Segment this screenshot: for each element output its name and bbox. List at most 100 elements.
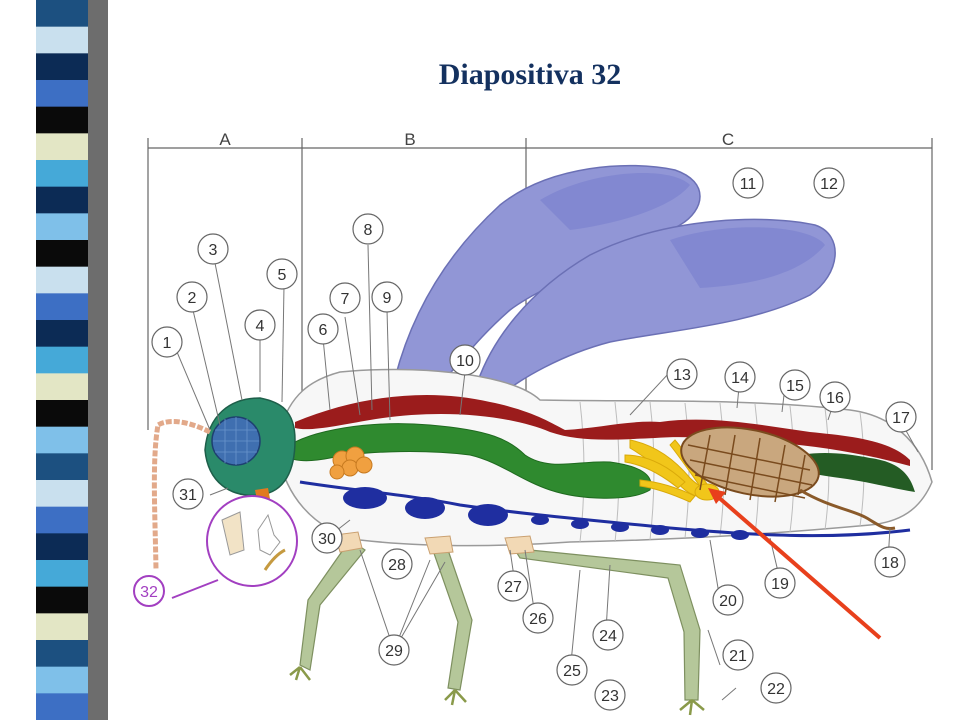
- label-number: 1: [163, 335, 172, 352]
- label-circle: [378, 634, 410, 666]
- sidebar-stripe: [36, 533, 88, 561]
- label-circle: [724, 361, 756, 393]
- wings: [394, 164, 836, 393]
- label-circle: [779, 369, 811, 401]
- label-number: 31: [179, 487, 197, 504]
- label-number: 11: [740, 176, 757, 193]
- label-circle: [556, 654, 588, 686]
- label-number: 30: [318, 531, 336, 548]
- label-circle: [712, 584, 744, 616]
- ganglia: [343, 487, 749, 540]
- label-circle: [172, 478, 204, 510]
- sidebar-stripe: [36, 106, 88, 134]
- sidebar-stripe: [36, 320, 88, 348]
- segment-label-b: B: [404, 130, 415, 149]
- label-number: 32: [140, 584, 158, 601]
- sidebar-stripe: [36, 613, 88, 641]
- label-circle: [760, 672, 792, 704]
- label-number: 22: [767, 681, 785, 698]
- sidebar-stripe: [36, 346, 88, 374]
- label-circle: [176, 281, 208, 313]
- label-number: 6: [319, 322, 328, 339]
- label-number: 10: [456, 353, 474, 370]
- sidebar-stripe: [36, 453, 88, 481]
- sidebar-stripe: [36, 240, 88, 268]
- label-number: 5: [278, 267, 287, 284]
- legs: [299, 539, 701, 701]
- segment-label-a: A: [219, 130, 231, 149]
- label-number: 14: [731, 370, 749, 387]
- label-circle: [885, 401, 917, 433]
- label-circle: [819, 381, 851, 413]
- label-number: 19: [771, 576, 789, 593]
- label-number: 23: [601, 688, 619, 705]
- label-number: 29: [385, 643, 403, 660]
- label-number: 20: [719, 593, 737, 610]
- label-number: 26: [529, 611, 547, 628]
- label-circle: [594, 679, 626, 711]
- segment-label-c: C: [722, 130, 734, 149]
- feet: [289, 666, 705, 716]
- fore-wing: [394, 164, 701, 383]
- sidebar-stripe: [36, 0, 88, 28]
- sidebar-shadow-bar: [88, 0, 108, 720]
- label-circle: [732, 167, 764, 199]
- label-circle: [381, 548, 413, 580]
- label-circle: [722, 639, 754, 671]
- sidebar-stripe: [36, 480, 88, 508]
- label-circle: [449, 344, 481, 376]
- dorsal-vessel: [295, 394, 910, 466]
- sidebar-stripe: [36, 53, 88, 81]
- label-circle: [764, 567, 796, 599]
- sidebar-stripe: [36, 133, 88, 161]
- label-number: 4: [256, 318, 265, 335]
- sidebar-stripe: [36, 160, 88, 188]
- sidebar-stripe: [36, 693, 88, 720]
- label-number: 25: [563, 663, 581, 680]
- label-number: 15: [786, 378, 804, 395]
- sidebar-stripe: [36, 80, 88, 108]
- label-number: 16: [826, 390, 844, 407]
- mouthpart-callout: [171, 495, 298, 599]
- label-number: 13: [673, 367, 691, 384]
- label-number: 24: [599, 628, 617, 645]
- sidebar-stripe: [36, 666, 88, 694]
- fore-wing-highlight: [540, 173, 690, 230]
- label-circle: [266, 258, 298, 290]
- label-number: 21: [729, 648, 747, 665]
- label-circle: [311, 522, 343, 554]
- label-circle: [371, 281, 403, 313]
- label-circle: [592, 619, 624, 651]
- label-number: 9: [383, 290, 392, 307]
- sidebar-stripe: [36, 26, 88, 54]
- oviduct: [799, 488, 896, 530]
- sidebar-stripe: [36, 426, 88, 454]
- label-circle: [133, 575, 165, 607]
- label-circle: [151, 326, 183, 358]
- label-number: 28: [388, 557, 406, 574]
- label-circle: [813, 167, 845, 199]
- label-circle: [329, 282, 361, 314]
- sidebar-stripe: [36, 266, 88, 294]
- salivary-gland: [329, 446, 373, 480]
- digestive-tract: [284, 423, 652, 499]
- sidebar-stripe: [36, 373, 88, 401]
- label-number: 8: [364, 222, 373, 239]
- label-number: 12: [820, 176, 838, 193]
- label-circle: [497, 570, 529, 602]
- sidebar-stripe: [36, 506, 88, 534]
- label-circle: [307, 313, 339, 345]
- segment-brackets: [147, 138, 933, 470]
- label-number: 2: [188, 290, 197, 307]
- label-circle: [666, 358, 698, 390]
- slide-title: Diapositiva 32: [438, 58, 622, 91]
- highlight-arrow: [708, 488, 882, 640]
- sidebar-stripe: [36, 293, 88, 321]
- label-circle: [874, 546, 906, 578]
- label-circle: [244, 309, 276, 341]
- label-circle: [522, 602, 554, 634]
- sidebar-stripe: [36, 186, 88, 214]
- label-number: 7: [341, 291, 350, 308]
- decorative-sidebar: [36, 0, 108, 720]
